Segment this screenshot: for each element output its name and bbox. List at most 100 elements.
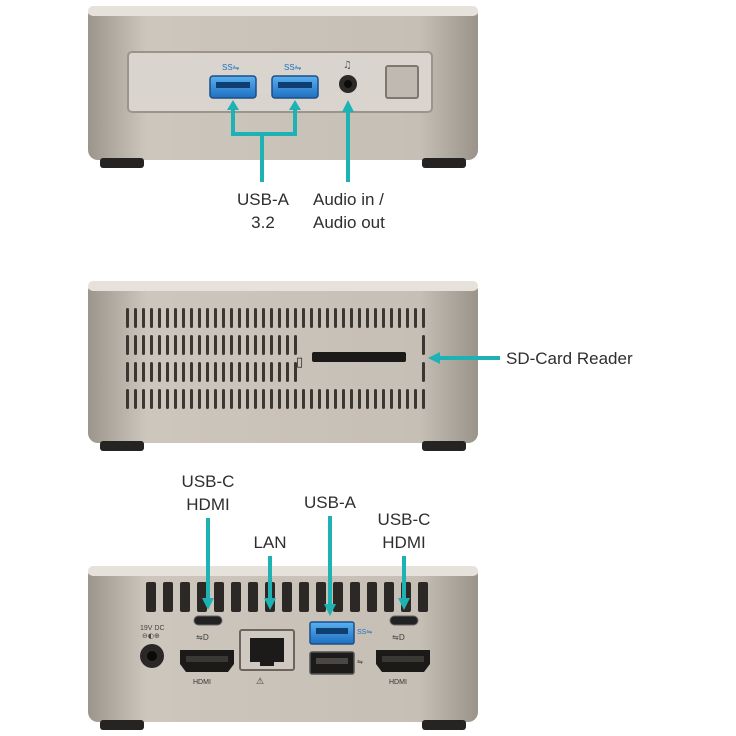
vent-slot	[382, 308, 385, 328]
vent-slot	[422, 335, 425, 355]
usb-logo-icon: SS⇋	[284, 63, 302, 72]
rear-callouts	[206, 516, 406, 612]
vent-slot	[262, 335, 265, 355]
vent-slot	[198, 389, 201, 409]
network-icon: ⚠	[256, 677, 264, 687]
vent-slot	[230, 335, 233, 355]
vent-slot	[190, 389, 193, 409]
vent-slot	[182, 362, 185, 382]
vent-slot	[238, 335, 241, 355]
vent-slot	[206, 335, 209, 355]
vent-slot	[422, 308, 425, 328]
vent-slot	[126, 362, 129, 382]
svg-text:HDMI: HDMI	[389, 679, 407, 686]
vent-slot	[142, 389, 145, 409]
vent-slot	[190, 308, 193, 328]
sd-card-icon: ▯	[296, 355, 303, 370]
vent-slot	[206, 308, 209, 328]
rear-vent-slot	[384, 582, 394, 612]
vent-slot	[246, 335, 249, 355]
vent-slot	[414, 389, 417, 409]
dc-power-jack: 19V DC ⊖◐⊕	[140, 625, 165, 668]
vent-slot	[310, 308, 313, 328]
hdmi-port-right: HDMI	[376, 650, 430, 686]
usb-a-port-rear-black: ⇋	[309, 651, 363, 675]
sd-card-slot	[312, 352, 406, 362]
vent-slot	[254, 362, 257, 382]
vent-slot	[270, 389, 273, 409]
vent-slot	[166, 308, 169, 328]
label-sd-card-reader: SD-Card Reader	[506, 349, 633, 368]
rear-vent-slot	[333, 582, 343, 612]
vent-slot	[254, 389, 257, 409]
vent-slot	[142, 335, 145, 355]
rear-vent-slot	[163, 582, 173, 612]
vent-slot	[214, 389, 217, 409]
vent-slot	[246, 389, 249, 409]
vent-slot	[174, 308, 177, 328]
rear-vent-slot	[214, 582, 224, 612]
vent-slot	[270, 362, 273, 382]
label-audio: Audio in / Audio out	[313, 190, 385, 232]
vent-slot	[374, 308, 377, 328]
vent-slot	[254, 308, 257, 328]
vent-slot	[206, 389, 209, 409]
vent-slot	[374, 389, 377, 409]
rear-vents	[146, 582, 428, 612]
rear-view: 19V DC ⊖◐⊕ ⇋D ⇋D HDMI HDMI	[88, 516, 478, 730]
vent-slot	[134, 308, 137, 328]
vent-slot	[422, 362, 425, 382]
vent-slot	[382, 389, 385, 409]
vent-slot	[142, 308, 145, 328]
vent-slot	[230, 389, 233, 409]
vent-slot	[286, 335, 289, 355]
vent-slot	[278, 308, 281, 328]
usb-a-port-1: SS⇋	[209, 63, 257, 99]
rear-vent-slot	[316, 582, 326, 612]
usb-c-logo-icon: ⇋D	[392, 633, 405, 642]
side-case	[88, 281, 478, 443]
vent-slot	[246, 362, 249, 382]
vent-slot	[262, 308, 265, 328]
usb-logo-icon: SS⇋	[357, 629, 372, 636]
vent-slot	[294, 308, 297, 328]
vent-slot	[278, 335, 281, 355]
rear-vent-slot	[350, 582, 360, 612]
vent-slot	[214, 335, 217, 355]
rear-vent-slot	[282, 582, 292, 612]
vent-slot	[158, 362, 161, 382]
vent-slot	[150, 362, 153, 382]
hdmi-port-left: HDMI	[180, 650, 234, 686]
vent-slot	[390, 308, 393, 328]
vent-slot	[238, 362, 241, 382]
label-lan: LAN	[253, 533, 287, 552]
rear-vent-slot	[197, 582, 207, 612]
rear-vent-slot	[180, 582, 190, 612]
vent-slot	[286, 308, 289, 328]
vent-slot	[278, 389, 281, 409]
vent-slot	[214, 308, 217, 328]
vent-slot	[270, 335, 273, 355]
usb-c-port-left: ⇋D	[193, 615, 223, 642]
vent-slot	[334, 308, 337, 328]
vent-slot	[318, 389, 321, 409]
vent-slot	[206, 362, 209, 382]
svg-text:HDMI: HDMI	[193, 679, 211, 686]
vent-slot	[270, 308, 273, 328]
vent-slot	[174, 362, 177, 382]
usb-c-port-right: ⇋D	[389, 615, 419, 642]
power-button	[385, 65, 419, 99]
vent-slot	[134, 389, 137, 409]
label-usb-c-hdmi-left: USB-C HDMI	[181, 472, 235, 514]
vent-slot	[166, 362, 169, 382]
vent-slot	[166, 389, 169, 409]
vent-slot	[358, 389, 361, 409]
audio-jack: ♫	[339, 60, 357, 93]
vent-slot	[238, 308, 241, 328]
svg-text:19V DC: 19V DC	[140, 625, 165, 632]
usb-c-logo-icon: ⇋D	[196, 633, 209, 642]
vent-slot	[278, 362, 281, 382]
vent-slot	[182, 308, 185, 328]
vent-slot	[158, 335, 161, 355]
